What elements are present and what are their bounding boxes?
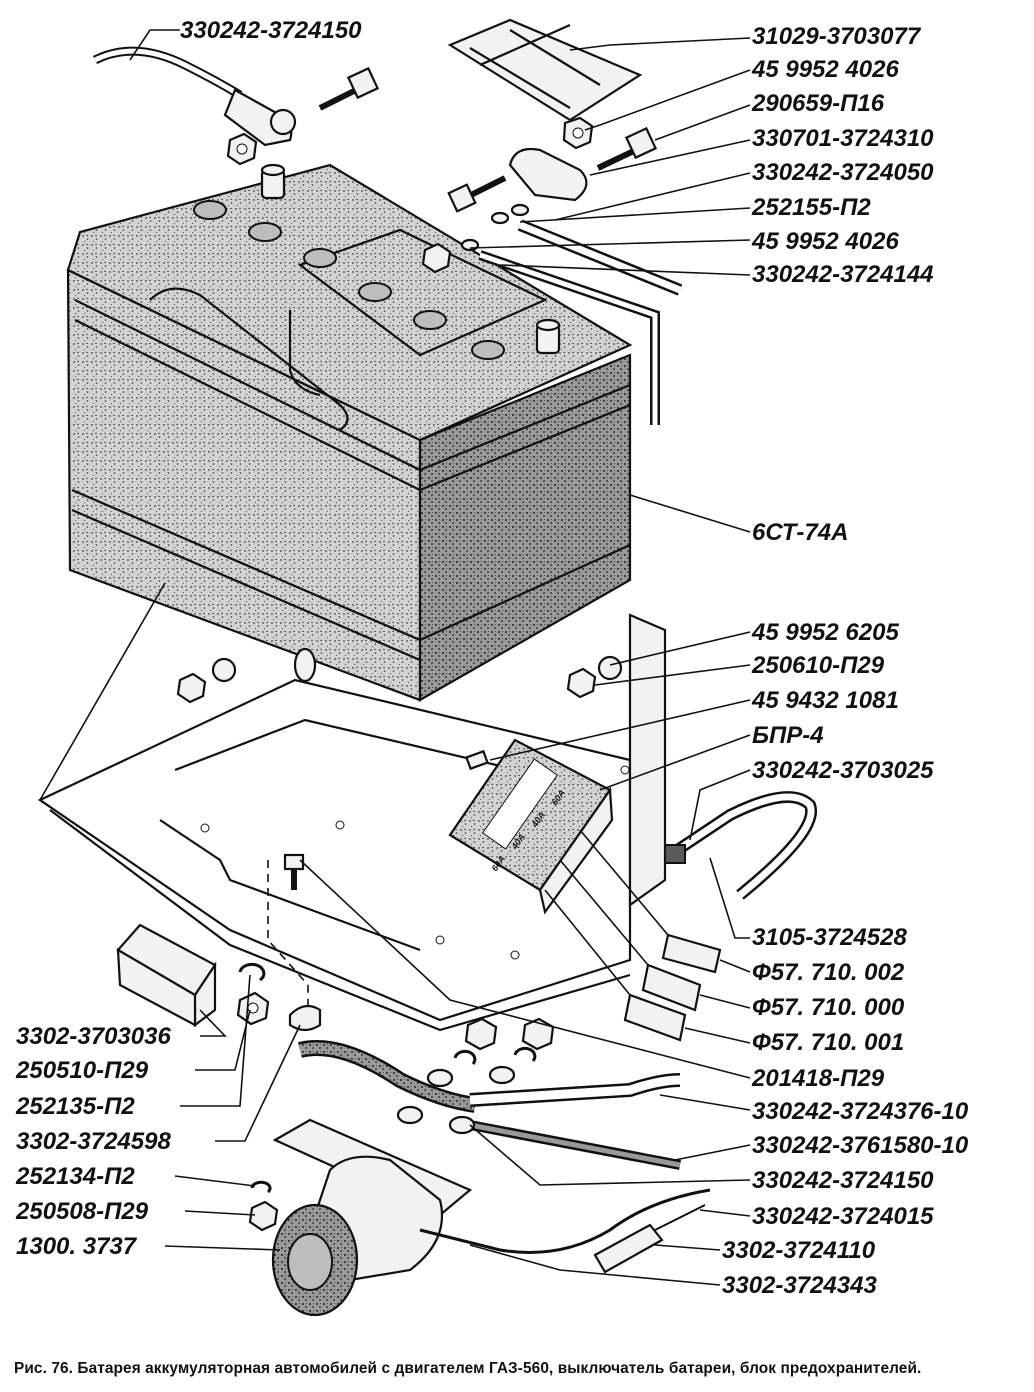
callouts-left: 3302-3703036 250510-П29 252135-П2 3302-3… — [15, 1023, 171, 1260]
callout-label: 250508-П29 — [15, 1198, 149, 1225]
callout-label: 3302-3724598 — [16, 1128, 171, 1155]
callout-label: Ф57. 710. 000 — [752, 994, 905, 1021]
callout-label: Ф57. 710. 001 — [752, 1029, 904, 1056]
callout-label: 252134-П2 — [15, 1163, 135, 1190]
callout-label: Ф57. 710. 002 — [752, 959, 905, 986]
battery-tray — [37, 582, 667, 1032]
callout-label: 330242-3724150 — [752, 1167, 934, 1194]
callout-label: БПР-4 — [752, 722, 824, 749]
callout-label: 250510-П29 — [15, 1057, 149, 1084]
battery — [66, 163, 633, 702]
fuse-block: 60А 40А 40А 60А — [448, 738, 722, 1042]
callout-label: 330242-3703025 — [752, 757, 934, 784]
figure-caption: Рис. 76. Батарея аккумуляторная автомоби… — [14, 1360, 922, 1377]
callouts-right: 330242-3724150 31029-3703077 45 9952 402… — [180, 17, 969, 1299]
callout-label: 330242-3761580-10 — [752, 1132, 969, 1159]
cable-strap — [664, 791, 818, 900]
callout-label: 3302-3724343 — [722, 1272, 877, 1299]
leader-lines — [129, 29, 751, 1286]
callout-label: 201418-П29 — [751, 1065, 885, 1092]
callout-label: 3105-3724528 — [752, 924, 907, 951]
callout-label: 3302-3703036 — [16, 1023, 171, 1050]
callout-label: 45 9432 1081 — [751, 687, 899, 714]
callout-label: 45 9952 4026 — [751, 56, 899, 83]
callout-label: 252135-П2 — [15, 1093, 135, 1120]
callout-label: 330242-3724376-10 — [752, 1098, 969, 1125]
callout-label: 31029-3703077 — [752, 23, 922, 50]
fuse-plates — [544, 829, 722, 1042]
callout-label: 330242-3724150 — [180, 17, 362, 44]
callout-label: 330242-3724015 — [752, 1203, 934, 1230]
callout-label: 1300. 3737 — [16, 1233, 138, 1260]
top-hardware — [92, 18, 683, 425]
callout-label: 6СТ-74А — [752, 519, 848, 546]
callout-label: 45 9952 6205 — [751, 619, 899, 646]
callout-label: 290659-П16 — [751, 90, 885, 117]
battery-terminals — [260, 163, 561, 355]
callout-label: 250610-П29 — [751, 652, 885, 679]
battery-switch-assembly — [116, 923, 711, 1317]
callout-label: 45 9952 4026 — [751, 228, 899, 255]
callout-label: 252155-П2 — [751, 194, 871, 221]
callout-label: 330242-3724050 — [752, 159, 934, 186]
callout-label: 330242-3724144 — [752, 261, 934, 288]
callout-label: 330701-3724310 — [752, 125, 934, 152]
filler-caps — [193, 200, 505, 360]
callout-label: 3302-3724110 — [722, 1237, 876, 1264]
